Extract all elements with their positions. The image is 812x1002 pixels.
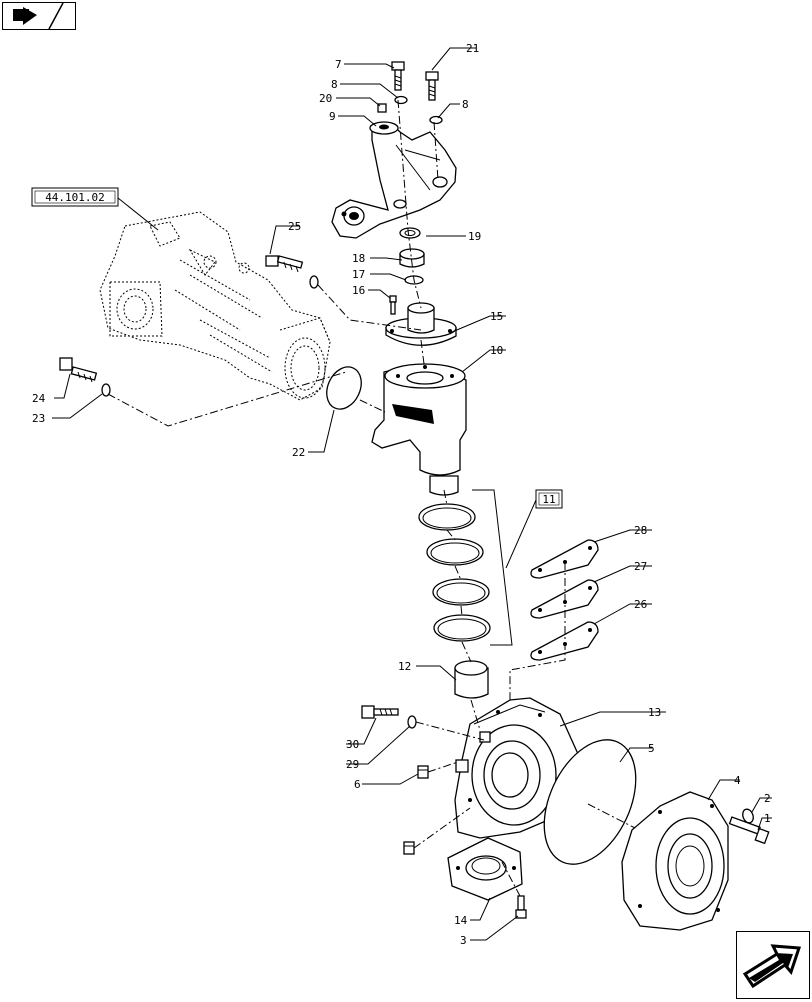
plug-lower: [403, 841, 415, 855]
kingpin-15: [385, 302, 457, 346]
callout-2: 2: [764, 792, 771, 805]
plug-6: [417, 765, 429, 779]
grease-fitting-20: [377, 103, 387, 113]
callout-23: 23: [32, 412, 45, 425]
callout-26: 26: [634, 598, 647, 611]
seal-22: [326, 366, 362, 410]
kit-bracket: [472, 489, 513, 646]
shim-28: [530, 539, 599, 579]
callout-27: 27: [634, 560, 647, 573]
callout-1: 1: [764, 812, 771, 825]
callout-18: 18: [352, 252, 365, 265]
reference-box-44-101-02[interactable]: 44.101.02: [31, 187, 119, 207]
callout-28: 28: [634, 524, 647, 537]
callout-5: 5: [648, 742, 655, 755]
steering-knuckle-10: [371, 363, 467, 496]
callout-21: 21: [466, 42, 479, 55]
bolt-7: [391, 61, 405, 91]
callout-10: 10: [490, 344, 503, 357]
back-page-icon: [3, 2, 75, 30]
callout-17: 17: [352, 268, 365, 281]
kit-ring-c: [432, 578, 490, 606]
callout-22: 22: [292, 446, 305, 459]
next-page-button[interactable]: [736, 931, 810, 999]
bolt-25: [265, 255, 319, 289]
callout-9: 9: [329, 110, 336, 123]
screw-16: [389, 295, 397, 315]
screw-3: [515, 895, 527, 919]
next-page-icon: [742, 944, 802, 989]
bushing-18: [399, 248, 425, 268]
steering-arm: [331, 121, 457, 239]
bolt-30: [361, 705, 399, 719]
callout-4: 4: [734, 774, 741, 787]
callout-19: 19: [468, 230, 481, 243]
reference-box-kit-11[interactable]: 11: [535, 489, 563, 509]
bushing-12: [454, 660, 489, 699]
callout-8: 8: [331, 78, 338, 91]
callout-13: 13: [648, 706, 661, 719]
o-ring-5: [543, 739, 637, 865]
assembly-lines: [107, 99, 636, 897]
reference-label-kit: 11: [542, 493, 555, 506]
reference-label-external: 44.101.02: [45, 191, 105, 204]
callout-15: 15: [490, 310, 503, 323]
callout-3: 3: [460, 934, 467, 947]
bolt-1: [728, 816, 770, 845]
callout-7: 7: [335, 58, 342, 71]
callout-29: 29: [346, 758, 359, 771]
callout-6: 6: [354, 778, 361, 791]
callout-12: 12: [398, 660, 411, 673]
kit-ring-a: [418, 503, 476, 531]
callout-14: 14: [454, 914, 468, 927]
callout-16: 16: [352, 284, 365, 297]
kit-ring-b: [426, 538, 484, 566]
kit-ring-d: [433, 614, 491, 642]
seal-19: [399, 227, 421, 239]
callout-25: 25: [288, 220, 301, 233]
leader-lines: [52, 47, 772, 941]
washer-8b: [429, 115, 443, 125]
cover-plate-14: [447, 837, 523, 901]
callout-8-b: 8: [462, 98, 469, 111]
washer-23: [101, 383, 111, 397]
washer-2: [742, 808, 754, 824]
bolt-21: [425, 71, 439, 101]
axle-housing-reference: [99, 197, 331, 401]
bolt-24: [59, 357, 98, 383]
callout-20: 20: [319, 92, 332, 105]
previous-page-button[interactable]: [2, 2, 76, 30]
callout-30: 30: [346, 738, 359, 751]
shim-26: [530, 621, 599, 661]
hub-4: [621, 791, 729, 931]
callout-24: 24: [32, 392, 46, 405]
callout-numbers: 7 8 20 9 21 8 19 25 18 17 16 15 10 24 23…: [32, 42, 771, 947]
